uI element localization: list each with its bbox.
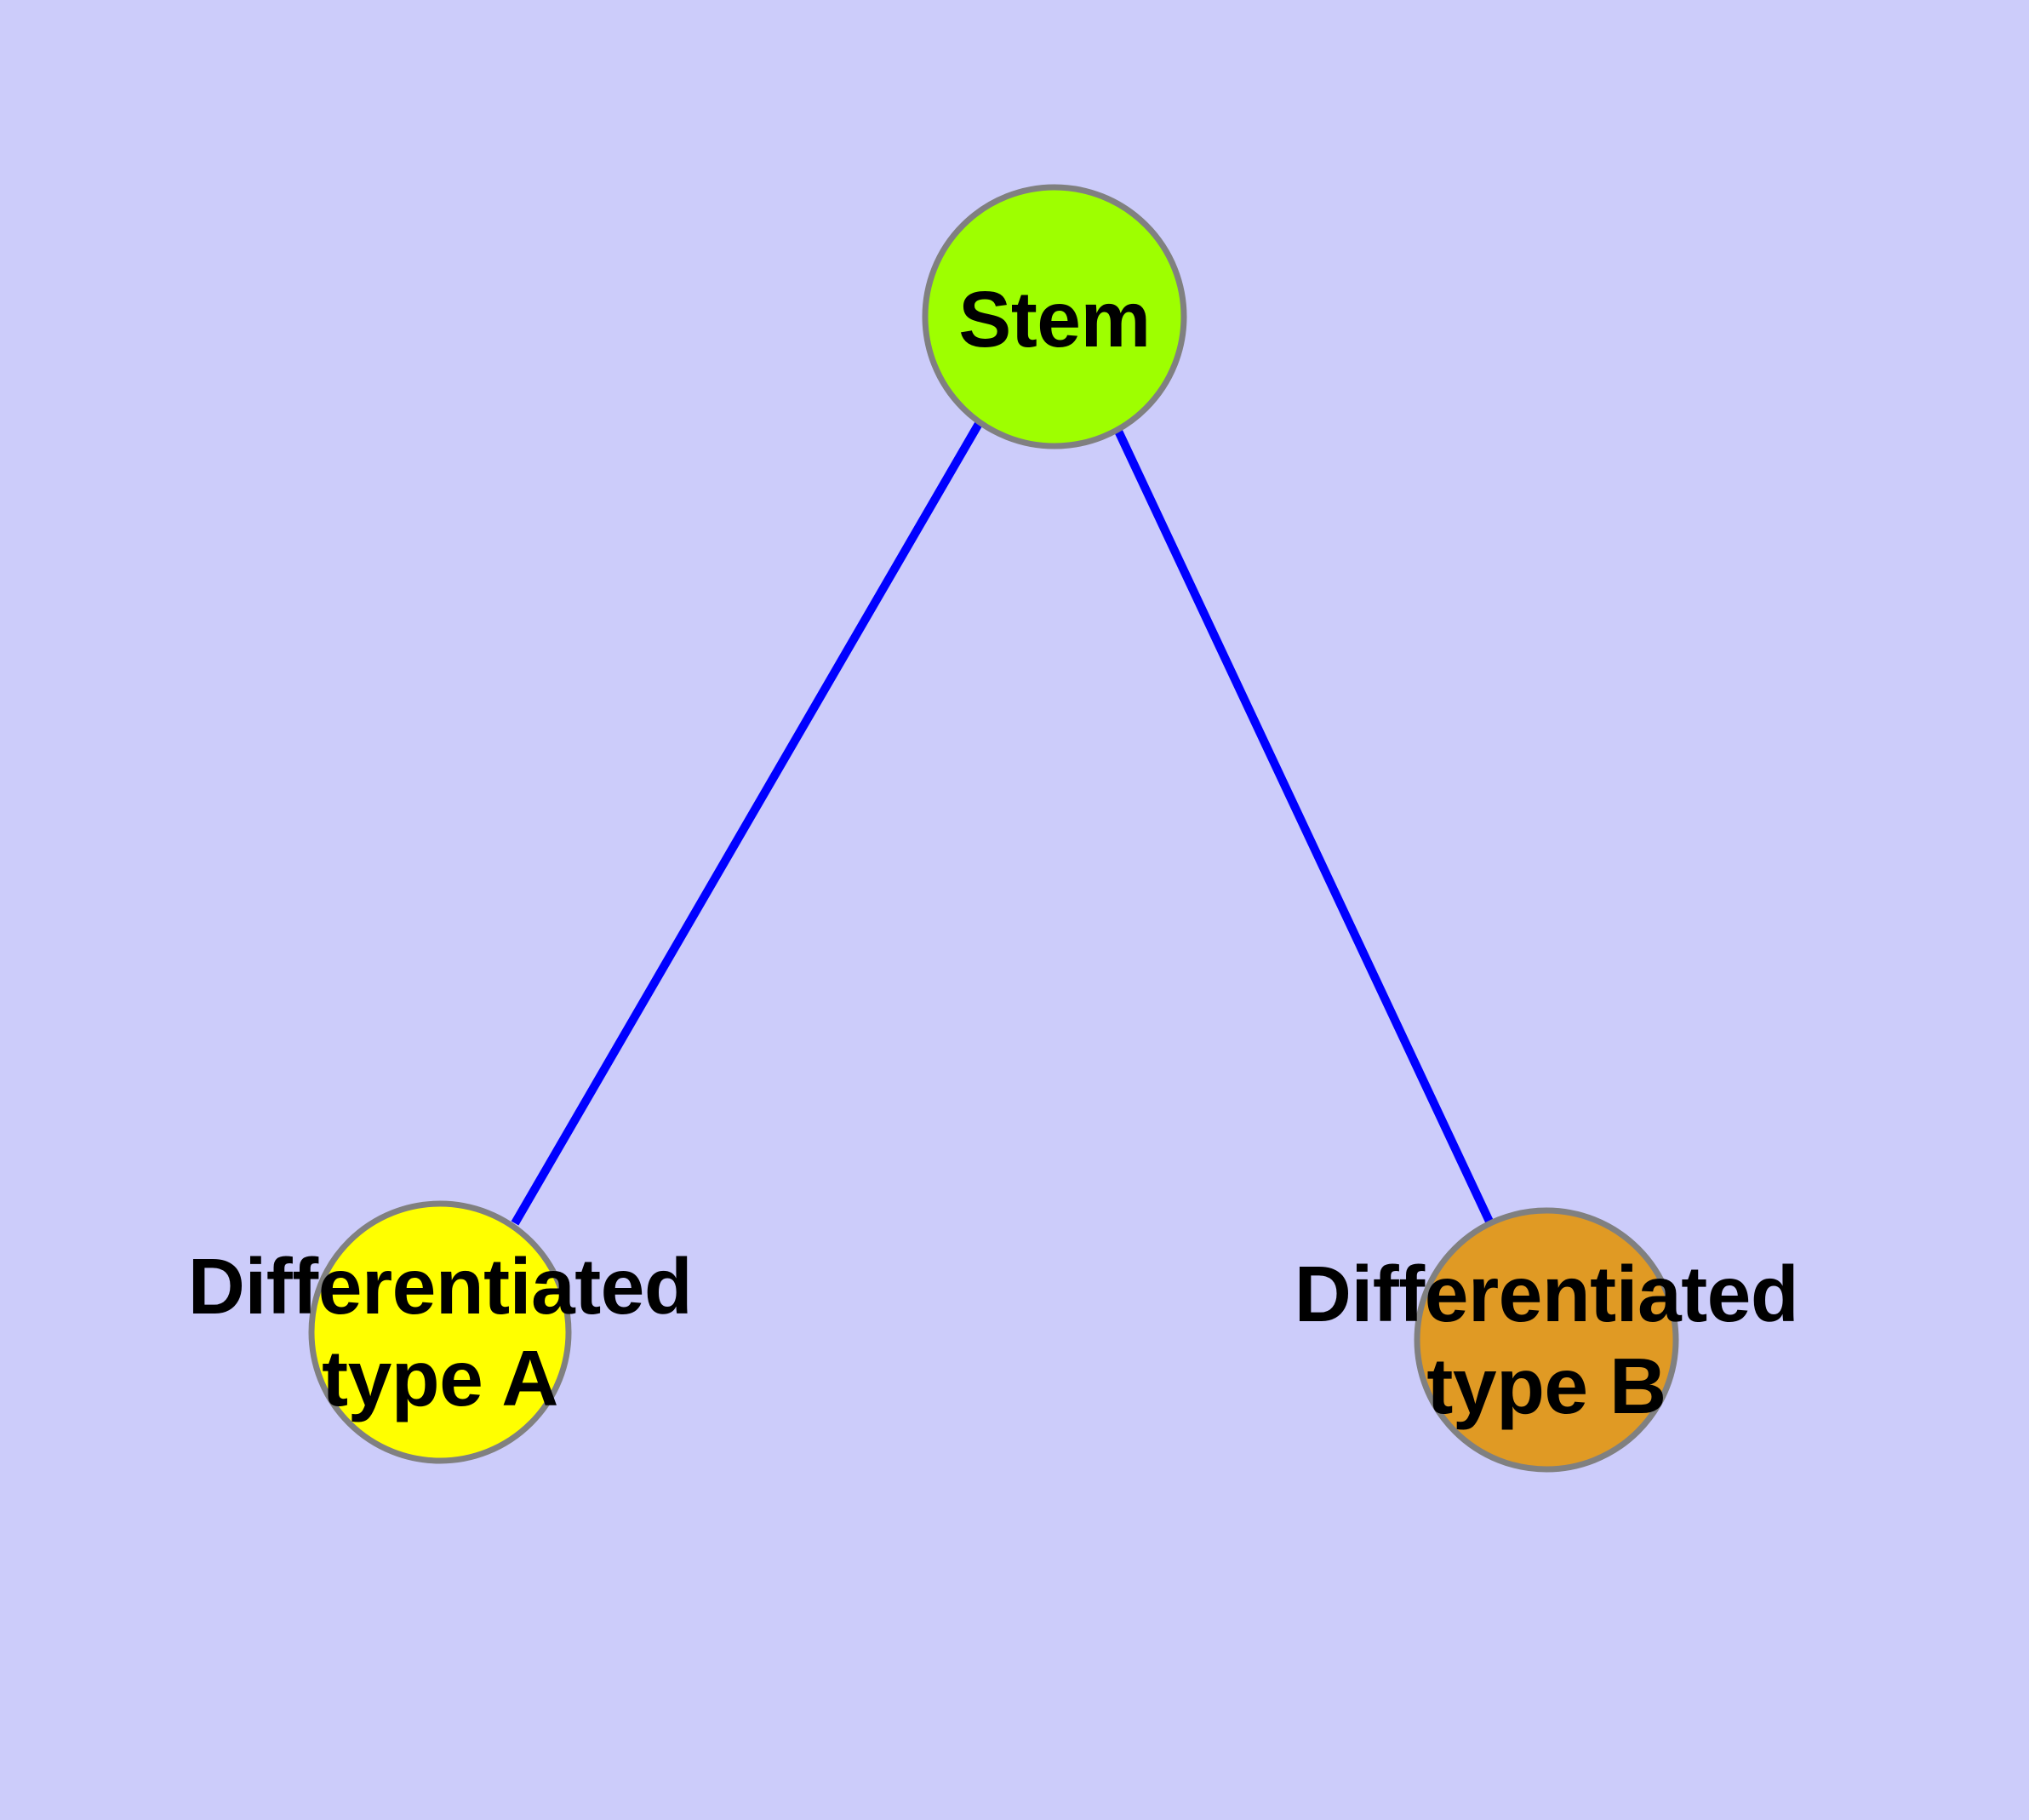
node-layer — [308, 184, 1679, 1473]
edge-layer — [511, 420, 1495, 1226]
edge-stem-to-differentiated-type-b[interactable] — [1112, 425, 1495, 1226]
node-stem[interactable] — [922, 184, 1187, 449]
node-differentiated-type-a[interactable] — [308, 1200, 572, 1464]
edge-stem-to-differentiated-type-a[interactable] — [511, 420, 984, 1226]
node-differentiated-type-b[interactable] — [1414, 1207, 1679, 1473]
